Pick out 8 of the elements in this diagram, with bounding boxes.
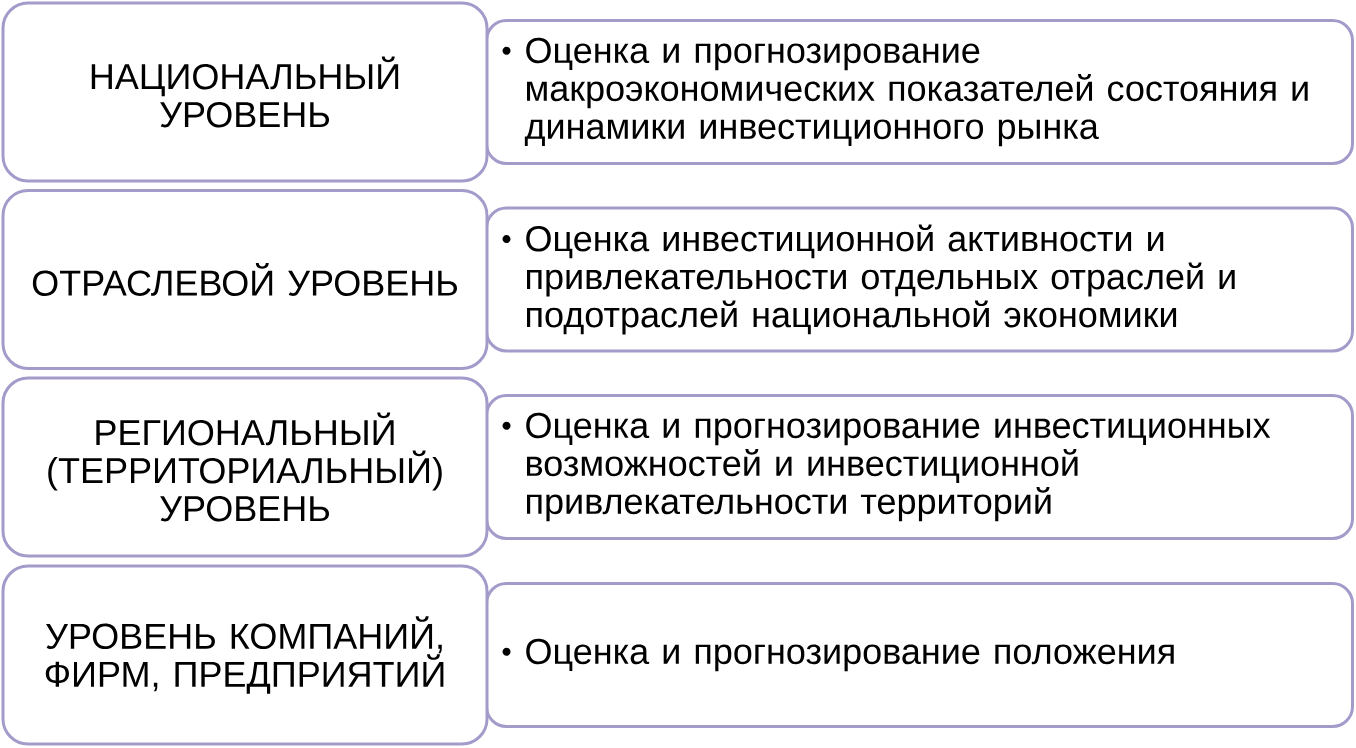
description-box: Оценка и прогнозирование инвестиционных возможностей и инвестиционной привлекательности территорий	[485, 394, 1354, 540]
description-box: Оценка инвестиционной активности и привлекательности отдельных отраслей и подотраслей национальной экономики	[485, 206, 1354, 353]
description-box: Оценка и прогнозирование макроэкономических показателей состояния и динамики инвестиционного рынка	[485, 19, 1354, 165]
level-box: ОТРАСЛЕВОЙ УРОВЕНЬ	[1, 189, 489, 370]
level-box: НАЦИОНАЛЬНЫЙ УРОВЕНЬ	[1, 1, 489, 183]
description-box: Оценка и прогнозирование положения	[485, 582, 1354, 728]
level-box: УРОВЕНЬ КОМПАНИЙ, ФИРМ, ПРЕДПРИЯТИЙ	[1, 564, 489, 746]
level-box: РЕГИОНАЛЬНЫЙ (ТЕРРИТОРИАЛЬНЫЙ) УРОВЕНЬ	[1, 376, 489, 558]
